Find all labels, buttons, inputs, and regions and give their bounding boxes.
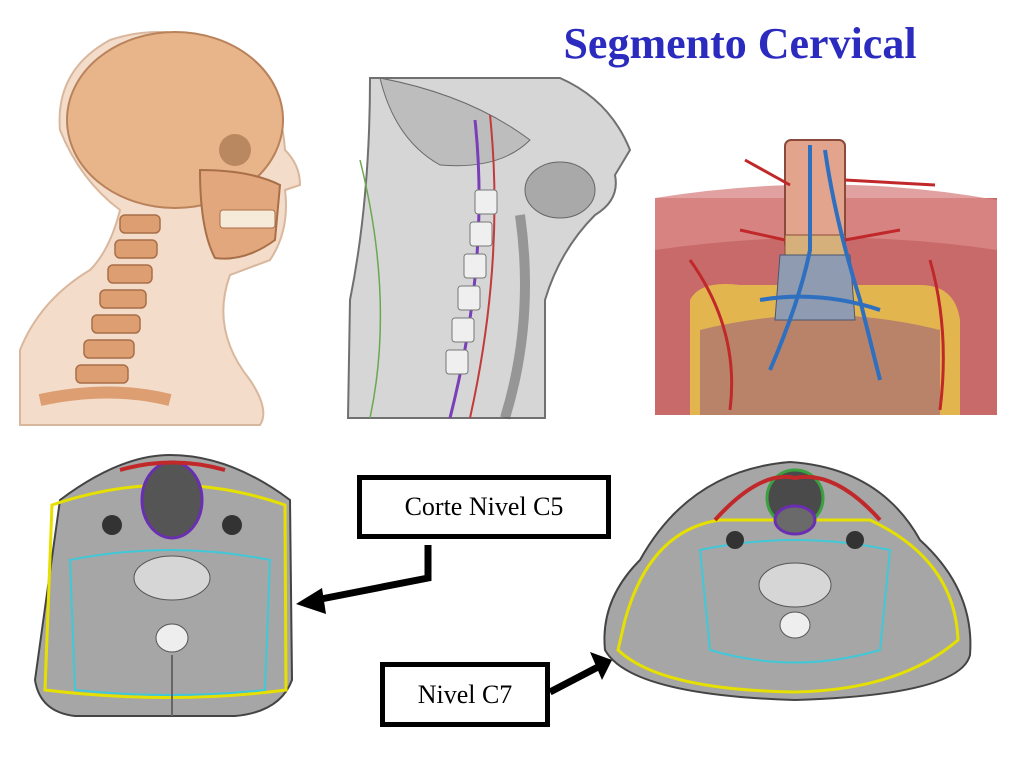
arrow-c5-line bbox=[315, 545, 432, 604]
c7-esophagus bbox=[773, 504, 817, 536]
arrow-c5 bbox=[296, 545, 432, 614]
c5-red-muscles bbox=[119, 460, 226, 472]
veins bbox=[759, 145, 882, 381]
arrow-c7-line bbox=[548, 663, 600, 696]
arrow-c7 bbox=[548, 652, 612, 696]
vertebral-canal bbox=[774, 254, 856, 321]
c7-right-vessel bbox=[846, 531, 864, 549]
c7-red-muscles bbox=[713, 474, 882, 522]
tongue bbox=[524, 161, 596, 219]
spinal-cord-vessels-illustration bbox=[655, 139, 997, 415]
label-corte-nivel-c5: Corte Nivel C5 bbox=[357, 475, 611, 539]
c5-yellow-fascia bbox=[43, 483, 288, 699]
vertebral-bodies bbox=[445, 189, 498, 375]
c5-vertebral-body bbox=[133, 555, 211, 601]
posterior-outline bbox=[359, 159, 382, 419]
c5-left-vessel bbox=[102, 515, 122, 535]
skull-neck-illustration bbox=[19, 31, 302, 426]
cross-section-c7 bbox=[603, 460, 972, 702]
vertebral-body-section bbox=[700, 315, 940, 415]
c5-spinal-cord bbox=[155, 623, 189, 653]
c7-yellow-fascia bbox=[616, 518, 960, 694]
slide-title: Segmento Cervical bbox=[563, 19, 917, 68]
arteries bbox=[688, 158, 945, 411]
sagittal-section-illustration bbox=[346, 77, 632, 420]
teeth bbox=[219, 209, 276, 229]
c5-trachea-larynx bbox=[140, 460, 204, 540]
orbit bbox=[219, 134, 251, 166]
c5-right-vessel bbox=[222, 515, 242, 535]
arrow-c7-head bbox=[590, 652, 612, 680]
c7-vertebral-body bbox=[758, 562, 832, 608]
arrow-c5-head bbox=[296, 588, 326, 614]
c7-left-vessel bbox=[726, 531, 744, 549]
dural-band bbox=[784, 234, 846, 256]
c7-cyan-fascia bbox=[698, 539, 892, 664]
label-nivel-c7: Nivel C7 bbox=[380, 662, 550, 727]
dura-line bbox=[469, 114, 496, 419]
c5-cyan-fascia bbox=[68, 549, 272, 696]
cross-section-c5 bbox=[33, 453, 294, 717]
clavicle bbox=[38, 386, 172, 406]
cervical-vertebrae bbox=[75, 214, 161, 384]
spinal-cord bbox=[784, 139, 846, 251]
pharynx bbox=[500, 214, 530, 420]
c7-spinal-cord bbox=[779, 611, 811, 639]
